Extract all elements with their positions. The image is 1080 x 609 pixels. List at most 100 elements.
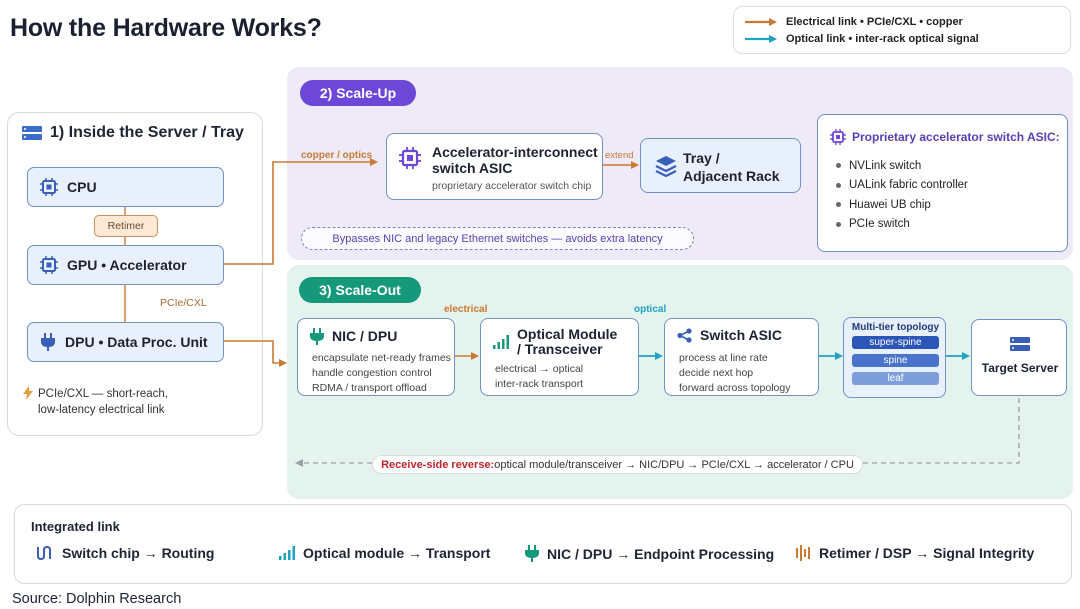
list-item: handle congestion control [312,367,432,379]
bullet-icon [836,202,841,208]
plug-icon [525,545,539,562]
extend-arrowhead [631,161,639,169]
asic-item-label: PCIe switch [849,218,910,231]
plug-icon [41,333,55,351]
tray-title-2: Adjacent Rack [683,168,780,184]
optical-module-box: Optical Module / Transceiver electrical … [480,318,639,396]
teal-arrow-icon [745,35,777,43]
note-line-2: low-latency electrical link [38,404,165,416]
gpu-to-scaleup-arrowhead [370,158,378,166]
list-item: electrical → optical [495,363,584,375]
legend-optical-label: Optical link • inter-rack optical signal [786,33,979,45]
server-icon [22,126,42,140]
return-line-right [863,398,1020,464]
list-item: inter-rack transport [495,378,584,390]
share-icon [677,328,692,343]
bypass-note: Bypasses NIC and legacy Ethernet switche… [301,227,694,250]
switch-asic-title: Switch ASIC [677,328,782,343]
legend-electrical: Electrical link • PCIe/CXL • copper [744,16,963,28]
topology-box: Multi-tier topology super-spine spine le… [843,317,946,398]
tray-title-1: Tray / [683,150,720,166]
gpu-box: GPU • Accelerator [27,245,224,285]
cpu-box: CPU [27,167,224,207]
asic-item-label: UALink fabric controller [849,179,968,192]
asic-items: NVLink switch UALink fabric controller H… [836,156,968,234]
receive-bold: Receive-side reverse: [381,458,495,471]
optical-title: Optical Module / Transceiver [493,327,617,357]
cpu-label: CPU [67,179,97,195]
server-heading: 1) Inside the Server / Tray [22,124,244,142]
list-item: process at line rate [679,352,768,364]
legend-optical: Optical link • inter-rack optical signal [744,33,979,45]
orange-arrow-icon [745,18,777,26]
integrated-item-retimer: Retimer / DSP → Signal Integrity [795,545,1034,561]
scale-up-pill: 2) Scale-Up [300,80,416,106]
nic-to-optical-arrowhead [471,352,479,360]
nic-items: encapsulate net-ready frames handle cong… [312,352,451,395]
routing-icon [37,545,51,561]
page-title: How the Hardware Works? [10,14,322,42]
dpu-to-scaleout-line [224,340,280,364]
list-item: RDMA / transport offload [312,382,427,394]
integrated-item-optical: Optical module → Transport [279,545,490,561]
return-arrowhead [295,459,303,467]
list-item: forward across topology [679,382,791,394]
dpu-box: DPU • Data Proc. Unit [27,322,224,362]
pcie-note: PCIe/CXL — short-reach, low-latency elec… [22,386,168,418]
target-server-box: Target Server [971,319,1067,396]
asic-item-label: NVLink switch [849,159,922,172]
chip-icon [40,178,58,196]
switch-title-1: Accelerator-interconnect [432,144,598,160]
asic-item-label: Huawei UB chip [849,198,931,211]
switch-to-topology-arrowhead [835,352,843,360]
plug-icon [310,328,324,345]
integrated-item-label: Optical module → Transport [303,545,491,561]
tier-super-spine: super-spine [852,336,939,349]
list-item: PCIe switch [836,215,968,235]
integrated-link-panel: Integrated link Switch chip → Routing Op… [14,504,1072,584]
nic-title: NIC / DPU [310,328,397,345]
tray-box: Tray / Adjacent Rack [640,138,801,193]
signal-bars-icon [279,546,295,560]
dpu-to-scaleout-arrowhead [279,359,287,367]
switch-title-2: switch ASIC [432,160,513,176]
bullet-icon [836,163,841,169]
target-server-label: Target Server [981,361,1059,375]
tier-leaf: leaf [852,372,939,385]
gpu-label: GPU • Accelerator [67,257,187,273]
signal-bars-icon [493,335,509,349]
integrated-item-nic: NIC / DPU → Endpoint Processing [525,545,774,562]
tier-spine: spine [852,354,939,367]
asic-list-box: Proprietary accelerator switch ASIC: NVL… [817,114,1068,252]
waveform-icon [796,545,810,561]
optical-title-2: / Transceiver [517,341,603,357]
switch-asic-items: process at line rate decide next hop for… [679,352,790,397]
integrated-item-label: NIC / DPU → Endpoint Processing [547,545,775,562]
bullet-icon [836,182,841,188]
server-icon [1010,337,1030,351]
optical-to-switch-arrowhead [655,352,663,360]
layers-icon [655,156,677,177]
topology-heading: Multi-tier topology [851,322,940,333]
note-line-1: PCIe/CXL — short-reach, [38,388,168,400]
nic-box: NIC / DPU encapsulate net-ready frames h… [297,318,455,396]
optical-label: optical [634,304,667,315]
list-item: Huawei UB chip [836,195,968,215]
extend-label: extend [605,150,634,161]
nic-title-text: NIC / DPU [332,328,398,344]
chip-icon [830,129,846,145]
server-heading-text: 1) Inside the Server / Tray [50,124,244,141]
switch-asic-box: Switch ASIC process at line rate decide … [664,318,819,396]
receive-text: optical module/transceiver → NIC/DPU → P… [494,458,854,471]
dpu-label: DPU • Data Proc. Unit [65,334,208,350]
switch-asic-title-text: Switch ASIC [700,327,782,343]
asic-list-heading: Proprietary accelerator switch ASIC: [830,129,1060,145]
accelerator-switch-box: Accelerator-interconnect switch ASIC pro… [386,133,603,200]
optical-title-1: Optical Module [517,326,618,342]
asic-heading-text: Proprietary accelerator switch ASIC: [852,130,1060,144]
source-note: Source: Dolphin Research [12,591,182,607]
list-item: UALink fabric controller [836,176,968,196]
integrated-item-label: Switch chip → Routing [62,545,215,561]
topology-to-target-arrowhead [962,352,970,360]
